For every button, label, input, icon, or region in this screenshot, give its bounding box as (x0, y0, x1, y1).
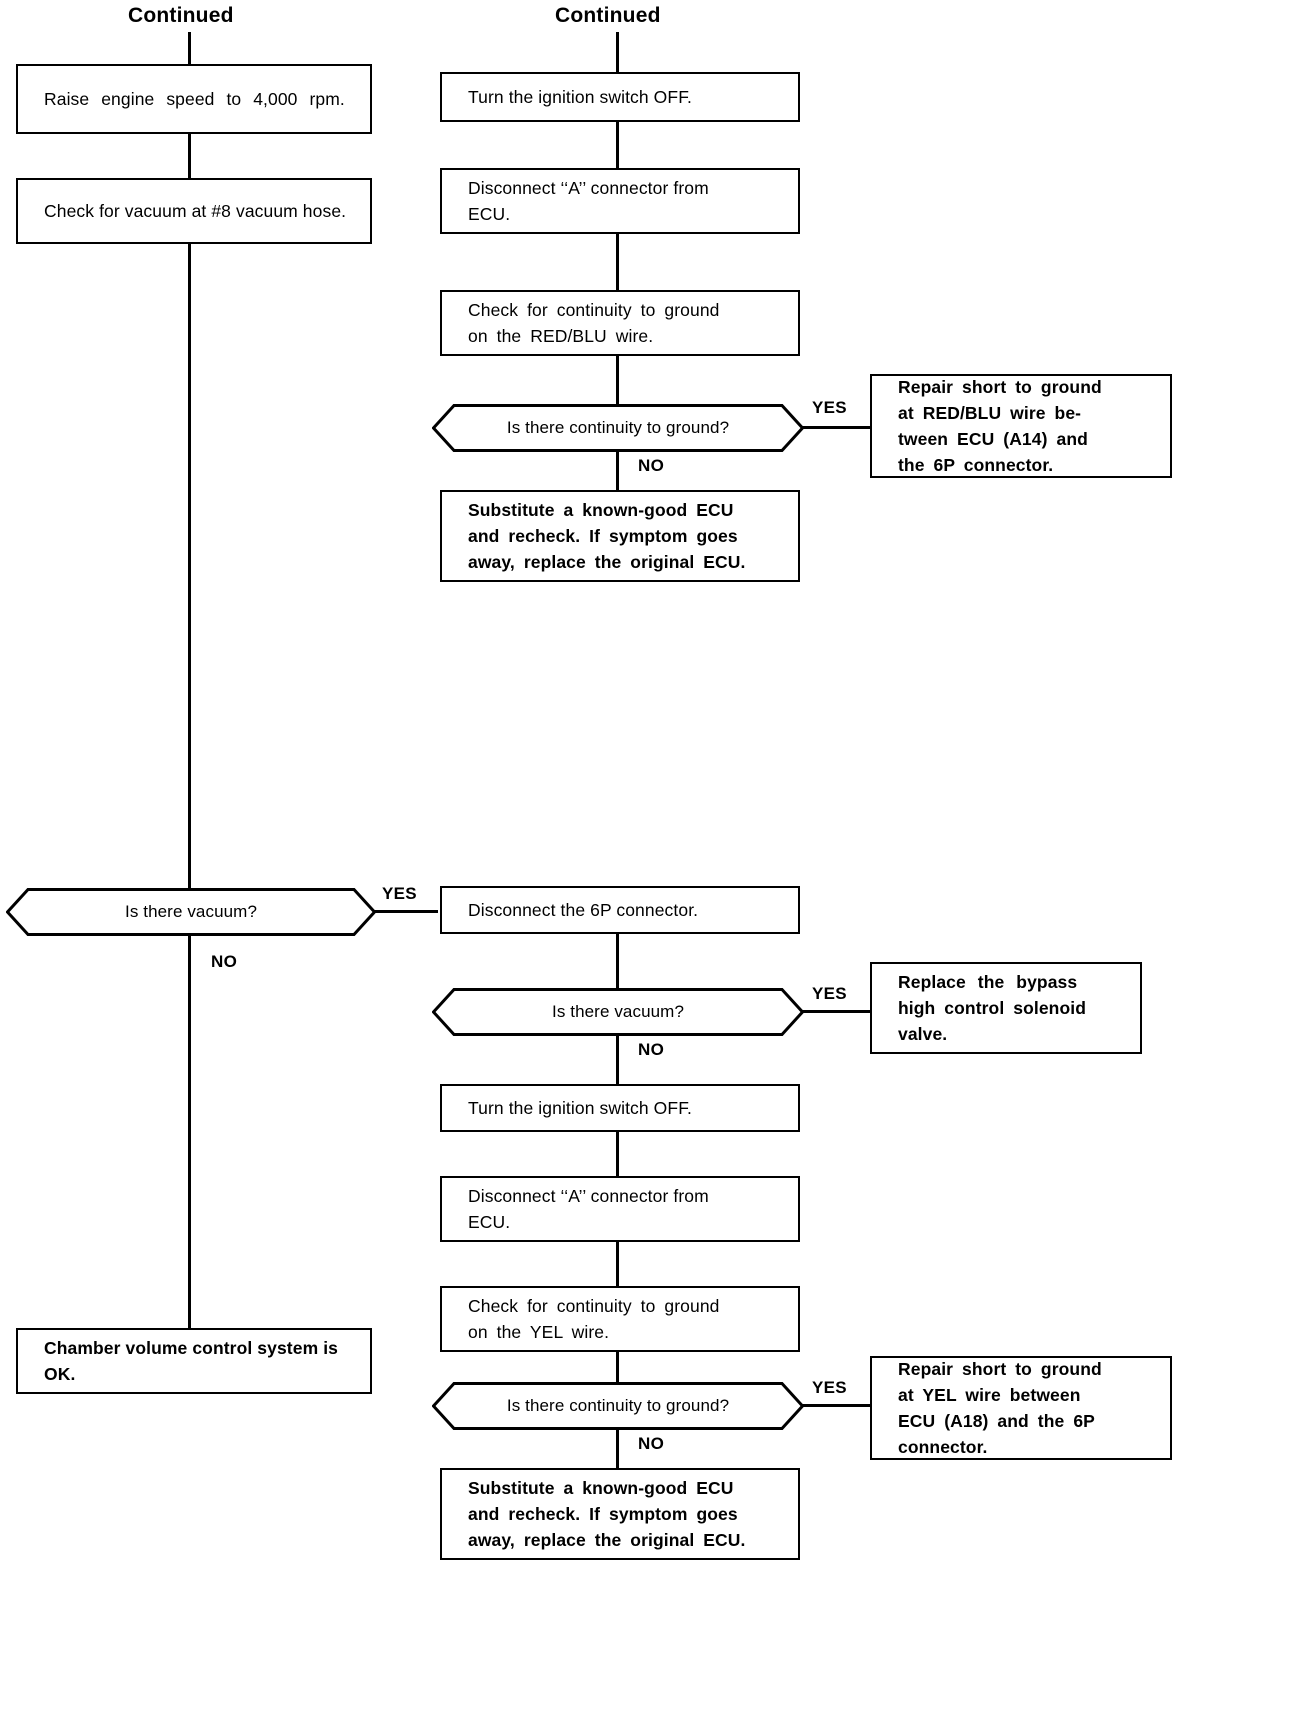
box-check-continuity-yel-text: Check for continuity to ground on the YE… (442, 1293, 798, 1346)
box-substitute-ecu-2-line1: Substitute a known-good ECU (468, 1477, 734, 1498)
box-replace-bypass-valve-line2: high control solenoid (898, 997, 1087, 1018)
label-yes-vacuum-2: YES (812, 984, 847, 1003)
decision-is-there-vacuum-shape (6, 888, 376, 936)
box-repair-short-yel-line3: ECU (A18) and the 6P (898, 1411, 1095, 1431)
box-check-vacuum-hose-text: Check for vacuum at #8 vacuum hose. (44, 200, 347, 221)
box-substitute-ecu-1: Substitute a known-good ECU and recheck.… (440, 490, 800, 582)
connector-vacuum-no-to-result-ok (188, 936, 191, 1328)
decision-is-there-vacuum-2-shape (432, 988, 804, 1036)
box-disconnect-a-connector-2-text: Disconnect ‘‘A’’ connector from ECU. (442, 1183, 798, 1236)
decision-is-there-vacuum-2: Is there vacuum? (432, 988, 804, 1036)
box-repair-short-yel-line4: connector. (898, 1437, 988, 1458)
label-yes-continuity-2: YES (812, 1378, 847, 1397)
connector-right-header-to-ignition-off-1 (616, 32, 619, 72)
box-check-continuity-yel-line1: Check for continuity to ground (468, 1295, 720, 1316)
box-disconnect-a-connector-1-text: Disconnect ‘‘A’’ connector from ECU. (442, 175, 798, 228)
box-substitute-ecu-1-line1: Substitute a known-good ECU (468, 499, 734, 520)
label-no-continuity-2: NO (638, 1434, 665, 1453)
box-repair-short-redblu-line2: at RED/BLU wire be- (898, 402, 1082, 423)
box-ignition-off-2-text: Turn the ignition switch OFF. (468, 1097, 692, 1118)
box-substitute-ecu-2-line3: away, replace the original ECU. (468, 1530, 746, 1551)
decision-continuity-to-ground-2-label: Is there continuity to ground? (506, 1396, 730, 1415)
connector-disconnect-a-1-to-check-continuity-1 (616, 234, 619, 290)
decision-continuity-to-ground-2-shape (432, 1382, 804, 1430)
box-repair-short-yel: Repair short to ground at YEL wire betwe… (870, 1356, 1172, 1460)
connector-check-continuity-2-to-decision-2 (616, 1352, 619, 1384)
box-repair-short-redblu-line1: Repair short to ground (898, 376, 1102, 397)
box-replace-bypass-valve-line1: Replace the bypass (898, 971, 1078, 992)
connector-disconnect-6p-to-decision-vacuum-2 (616, 934, 619, 990)
decision-continuity-to-ground-2: Is there continuity to ground? (432, 1382, 804, 1430)
connector-continuity-1-no-to-substitute-ecu-1 (616, 452, 619, 490)
box-raise-engine-speed-text: Raise engine speed to 4,000 rpm. (44, 88, 345, 109)
box-chamber-volume-ok: Chamber volume control system is OK. (16, 1328, 372, 1394)
box-chamber-volume-ok-text: Chamber volume control system is OK. (44, 1337, 338, 1384)
box-check-continuity-yel: Check for continuity to ground on the YE… (440, 1286, 800, 1352)
connector-check-vacuum-to-decision-vacuum (188, 244, 191, 894)
decision-is-there-vacuum-label: Is there vacuum? (125, 902, 257, 921)
connector-left-header-to-raise-rpm (188, 32, 191, 64)
label-no-vacuum-left: NO (211, 952, 238, 971)
connector-continuity-2-yes-to-repair-yel (802, 1404, 872, 1407)
connector-ignition-off-1-to-disconnect-a-1 (616, 122, 619, 168)
left-continued-header: Continued (128, 4, 234, 27)
box-replace-bypass-valve: Replace the bypass high control solenoid… (870, 962, 1142, 1054)
right-continued-header: Continued (555, 4, 661, 27)
decision-is-there-vacuum: Is there vacuum? (6, 888, 376, 936)
box-disconnect-a-connector-2-line1: Disconnect ‘‘A’’ connector from (468, 1185, 709, 1206)
connector-ignition-off-2-to-disconnect-a-2 (616, 1132, 619, 1176)
connector-vacuum-2-no-to-ignition-off-2 (616, 1036, 619, 1084)
box-substitute-ecu-2-text: Substitute a known-good ECU and recheck.… (442, 1475, 798, 1554)
decision-is-there-vacuum-2-label: Is there vacuum? (552, 1002, 684, 1021)
box-substitute-ecu-1-line3: away, replace the original ECU. (468, 552, 746, 573)
box-ignition-off-1: Turn the ignition switch OFF. (440, 72, 800, 122)
box-repair-short-yel-line1: Repair short to ground (898, 1358, 1102, 1379)
box-check-continuity-redblu-line1: Check for continuity to ground (468, 299, 720, 320)
box-disconnect-6p-connector: Disconnect the 6P connector. (440, 886, 800, 934)
box-substitute-ecu-2: Substitute a known-good ECU and recheck.… (440, 1468, 800, 1560)
label-yes-continuity-1: YES (812, 398, 847, 417)
box-repair-short-yel-line2: at YEL wire between (898, 1384, 1081, 1405)
box-check-continuity-redblu-line2: on the RED/BLU wire. (468, 326, 654, 346)
decision-continuity-to-ground-1-shape (432, 404, 804, 452)
label-no-vacuum-2: NO (638, 1040, 665, 1059)
label-no-continuity-1: NO (638, 456, 665, 475)
box-replace-bypass-valve-text: Replace the bypass high control solenoid… (872, 969, 1140, 1048)
decision-continuity-to-ground-1: Is there continuity to ground? (432, 404, 804, 452)
box-disconnect-a-connector-1: Disconnect ‘‘A’’ connector from ECU. (440, 168, 800, 234)
box-repair-short-yel-text: Repair short to ground at YEL wire betwe… (872, 1356, 1170, 1461)
box-disconnect-a-connector-2: Disconnect ‘‘A’’ connector from ECU. (440, 1176, 800, 1242)
decision-continuity-to-ground-1-label: Is there continuity to ground? (506, 418, 730, 437)
connector-continuity-1-yes-to-repair-redblu (802, 426, 872, 429)
connector-raise-rpm-to-check-vacuum (188, 134, 191, 178)
connector-vacuum-2-yes-to-replace-bypass (802, 1010, 872, 1013)
connector-continuity-2-no-to-substitute-ecu-2 (616, 1430, 619, 1468)
box-replace-bypass-valve-line3: valve. (898, 1024, 948, 1045)
box-disconnect-a-connector-1-line2: ECU. (468, 204, 511, 224)
box-disconnect-a-connector-1-line1: Disconnect ‘‘A’’ connector from (468, 177, 709, 198)
box-disconnect-6p-connector-text: Disconnect the 6P connector. (468, 899, 699, 920)
box-repair-short-redblu-line4: the 6P connector. (898, 455, 1054, 476)
box-check-continuity-redblu-text: Check for continuity to ground on the RE… (442, 297, 798, 350)
box-ignition-off-1-text: Turn the ignition switch OFF. (468, 86, 692, 107)
connector-check-continuity-1-to-decision-1 (616, 356, 619, 406)
box-substitute-ecu-2-line2: and recheck. If symptom goes (468, 1503, 738, 1524)
box-substitute-ecu-1-text: Substitute a known-good ECU and recheck.… (442, 497, 798, 576)
box-check-continuity-yel-line2: on the YEL wire. (468, 1322, 610, 1342)
connector-disconnect-a-2-to-check-continuity-2 (616, 1242, 619, 1286)
label-yes-vacuum-left: YES (382, 884, 417, 903)
box-substitute-ecu-1-line2: and recheck. If symptom goes (468, 525, 738, 546)
box-repair-short-redblu-text: Repair short to ground at RED/BLU wire b… (872, 374, 1170, 479)
box-repair-short-redblu: Repair short to ground at RED/BLU wire b… (870, 374, 1172, 478)
box-ignition-off-2: Turn the ignition switch OFF. (440, 1084, 800, 1132)
box-disconnect-a-connector-2-line2: ECU. (468, 1212, 511, 1232)
box-check-continuity-redblu: Check for continuity to ground on the RE… (440, 290, 800, 356)
connector-vacuum-yes-to-disconnect-6p (374, 910, 438, 913)
box-repair-short-redblu-line3: tween ECU (A14) and (898, 429, 1088, 449)
box-raise-engine-speed: Raise engine speed to 4,000 rpm. (16, 64, 372, 134)
box-check-vacuum-hose: Check for vacuum at #8 vacuum hose. (16, 178, 372, 244)
